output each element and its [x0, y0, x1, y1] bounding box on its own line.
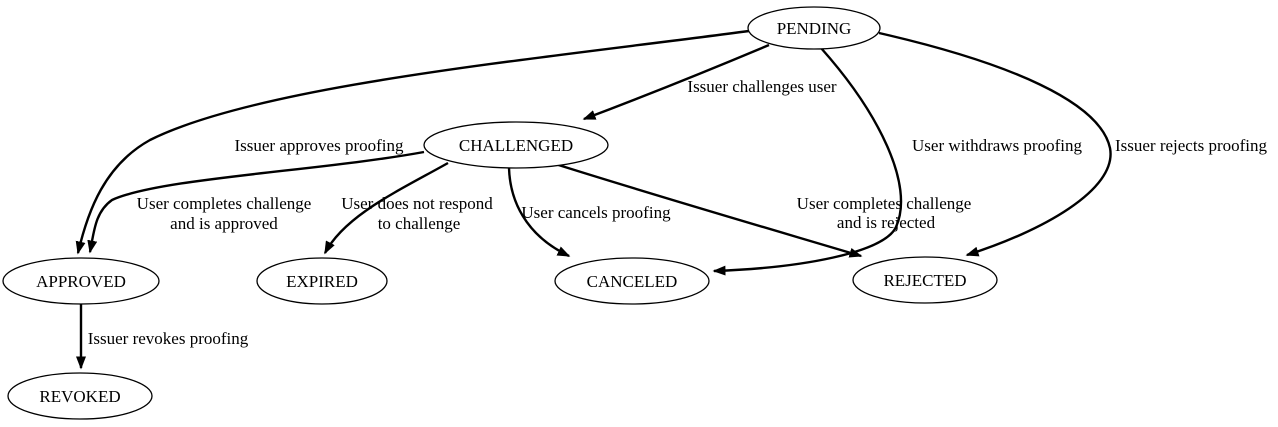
node-rejected-ellipse: [852, 256, 998, 304]
edge-pending-approved: Issuer approves proofing: [75, 29, 750, 255]
edge-pending-challenged-label: Issuer challenges user: [687, 77, 837, 96]
node-expired-ellipse: [256, 257, 388, 305]
edge-challenged-approved-label-line2: and is approved: [170, 214, 278, 233]
node-canceled-ellipse: [554, 257, 710, 305]
node-pending-label: PENDING: [777, 19, 852, 38]
edge-challenged-expired-label-line2: to challenge: [378, 214, 461, 233]
edge-pending-canceled-label: User withdraws proofing: [912, 136, 1082, 155]
node-approved-label: APPROVED: [36, 272, 126, 291]
edge-pending-approved-label: Issuer approves proofing: [234, 136, 404, 155]
node-approved-ellipse: [2, 257, 160, 305]
edge-challenged-expired-label-line1: User does not respond: [341, 194, 493, 213]
edge-challenged-canceled-label: User cancels proofing: [521, 203, 671, 222]
node-pending-ellipse: [747, 6, 881, 50]
edge-pending-approved-path: [75, 29, 750, 255]
edge-challenged-approved: User completes challenge and is approved: [87, 150, 425, 254]
edge-pending-canceled: User withdraws proofing: [712, 47, 1082, 276]
node-approved: APPROVED: [2, 257, 160, 305]
edge-pending-challenged-path: [582, 43, 770, 121]
edge-approved-revoked-label: Issuer revokes proofing: [88, 329, 249, 348]
edge-pending-challenged: Issuer challenges user: [582, 43, 837, 121]
edge-challenged-rejected: User completes challenge and is rejected: [548, 160, 972, 258]
edge-challenged-canceled-path: [507, 167, 571, 258]
edge-challenged-approved-path: [87, 150, 425, 254]
edge-challenged-rejected-label-line1: User completes challenge: [797, 194, 972, 213]
edge-challenged-rejected-label-line2: and is rejected: [837, 213, 936, 232]
node-canceled: CANCELED: [554, 257, 710, 305]
edge-challenged-approved-label-line1: User completes challenge: [137, 194, 312, 213]
node-pending: PENDING: [747, 6, 881, 50]
edge-pending-rejected-path: [878, 31, 1112, 257]
edge-pending-canceled-path: [712, 47, 903, 276]
node-challenged: CHALLENGED: [423, 121, 609, 169]
node-challenged-label: CHALLENGED: [459, 136, 573, 155]
edge-pending-rejected-label: Issuer rejects proofing: [1115, 136, 1268, 155]
edge-challenged-canceled: User cancels proofing: [507, 167, 671, 258]
node-rejected: REJECTED: [852, 256, 998, 304]
node-rejected-label: REJECTED: [883, 271, 966, 290]
node-expired-label: EXPIRED: [286, 272, 358, 291]
edge-challenged-expired-path: [323, 161, 449, 255]
edge-pending-rejected: Issuer rejects proofing: [878, 31, 1268, 257]
node-expired: EXPIRED: [256, 257, 388, 305]
node-canceled-label: CANCELED: [587, 272, 678, 291]
node-revoked-label: REVOKED: [39, 387, 120, 406]
node-revoked: REVOKED: [7, 372, 153, 420]
node-revoked-ellipse: [7, 372, 153, 420]
edge-challenged-rejected-path: [548, 160, 863, 258]
edge-challenged-expired: User does not respond to challenge: [323, 161, 493, 255]
edge-approved-revoked: Issuer revokes proofing: [76, 304, 249, 370]
node-challenged-ellipse: [423, 121, 609, 169]
